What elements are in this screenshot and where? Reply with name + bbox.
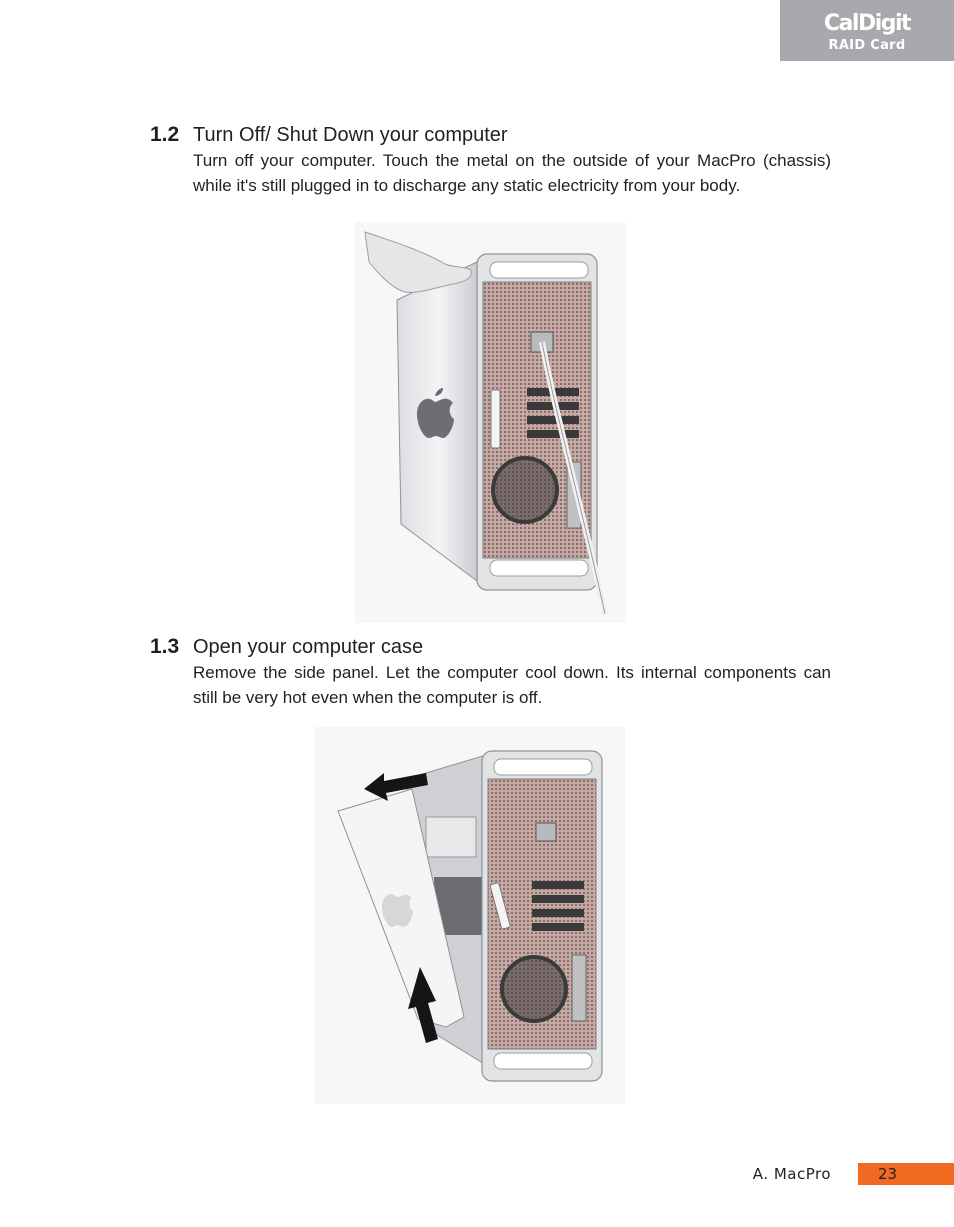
section-title: Open your computer case: [193, 636, 424, 658]
mac-pro-side-panel-removal-illustration: [314, 727, 625, 1104]
brand-product-label: RAID Card: [828, 38, 906, 53]
section-number: 1.3: [150, 635, 180, 658]
section-body: Turn off your computer. Touch the metal …: [193, 151, 831, 195]
page-number: 23: [858, 1163, 954, 1185]
section-number: 1.2: [150, 123, 180, 146]
section-open-case: 1.3 Open your computer case Remove the s…: [150, 634, 831, 714]
section-shutdown: 1.2 Turn Off/ Shut Down your computer Tu…: [150, 122, 831, 222]
brand-badge: CalDigit RAID Card: [780, 0, 954, 61]
footer-chapter-label: A. MacPro: [752, 1165, 831, 1183]
section-title: Turn Off/ Shut Down your computer: [193, 124, 508, 146]
mac-pro-touch-chassis-illustration: [355, 222, 626, 623]
brand-logo: CalDigit: [823, 11, 912, 36]
section-body: Remove the side panel. Let the computer …: [193, 663, 831, 707]
